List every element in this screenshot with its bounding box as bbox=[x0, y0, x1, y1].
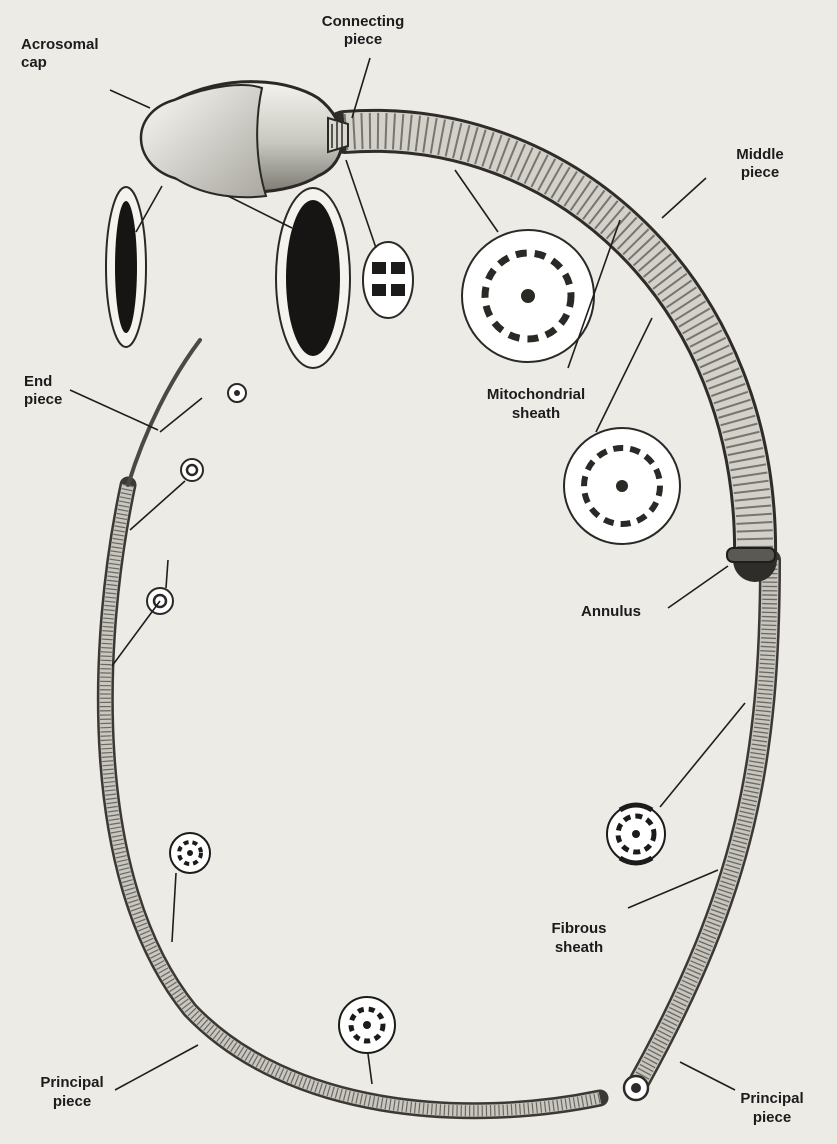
leader-end-piece bbox=[70, 390, 158, 430]
label-fibrous-sheath-line2: sheath bbox=[555, 939, 603, 956]
svg-text:Principal: Principal bbox=[740, 1090, 803, 1107]
svg-text:Annulus: Annulus bbox=[581, 603, 641, 620]
svg-text:End: End bbox=[24, 373, 52, 390]
svg-text:piece: piece bbox=[753, 1109, 791, 1126]
tail-cut-end bbox=[624, 1076, 648, 1100]
sperm-head bbox=[141, 82, 342, 198]
label-acrosomal-cap-line1: Acrosomal bbox=[21, 36, 99, 53]
svg-text:piece: piece bbox=[24, 391, 62, 408]
end-piece-section-3 bbox=[228, 384, 246, 402]
svg-text:piece: piece bbox=[53, 1093, 91, 1110]
svg-text:Mitochondrial: Mitochondrial bbox=[487, 386, 585, 403]
svg-text:piece: piece bbox=[344, 31, 382, 48]
label-annulus: Annulus bbox=[581, 603, 641, 620]
connecting-piece bbox=[328, 118, 348, 152]
principal-piece-section-right bbox=[607, 805, 665, 863]
head-section-thin bbox=[106, 187, 146, 347]
principal-piece-section-left bbox=[170, 833, 210, 873]
label-mitochondrial-sheath-line1: Mitochondrial bbox=[487, 386, 585, 403]
leader-middle-piece bbox=[662, 178, 706, 218]
label-principal-piece-left: Principal piece bbox=[40, 1074, 103, 1110]
label-connecting-piece-line2: piece bbox=[344, 31, 382, 48]
label-fibrous-sheath: Fibrous sheath bbox=[552, 920, 607, 956]
leader-acrosomal-cap bbox=[110, 90, 150, 108]
label-mitochondrial-sheath: Mitochondrial sheath bbox=[487, 386, 585, 422]
label-fibrous-sheath-line1: Fibrous bbox=[552, 920, 607, 937]
acrosomal-cap bbox=[141, 85, 266, 197]
leader-annulus bbox=[668, 566, 728, 608]
middle-piece-section-upper bbox=[462, 230, 594, 362]
connecting-piece-section bbox=[363, 242, 413, 318]
label-principal-piece-right: Principal piece bbox=[740, 1090, 803, 1126]
leader-lines bbox=[70, 58, 745, 1090]
label-acrosomal-cap: Acrosomal cap bbox=[21, 36, 99, 71]
leader-principal-piece-left bbox=[115, 1045, 198, 1090]
svg-text:Middle: Middle bbox=[736, 146, 784, 163]
label-middle-piece-line2: piece bbox=[741, 164, 779, 181]
svg-text:piece: piece bbox=[741, 164, 779, 181]
label-end-piece-line2: piece bbox=[24, 391, 62, 408]
label-acrosomal-cap-line2: cap bbox=[21, 54, 47, 71]
annulus-ring bbox=[727, 548, 775, 562]
label-principal-piece-left-line1: Principal bbox=[40, 1074, 103, 1091]
label-end-piece-line1: End bbox=[24, 373, 52, 390]
label-middle-piece: Middle piece bbox=[736, 146, 784, 181]
svg-text:Fibrous: Fibrous bbox=[552, 920, 607, 937]
svg-text:Principal: Principal bbox=[40, 1074, 103, 1091]
svg-text:sheath: sheath bbox=[512, 405, 560, 422]
middle-piece-section-lower bbox=[564, 428, 680, 544]
leader-principal-piece-right bbox=[680, 1062, 735, 1090]
label-end-piece: End piece bbox=[24, 373, 62, 408]
principal-piece-section-bottom bbox=[339, 997, 395, 1053]
label-connecting-piece-line1: Connecting bbox=[322, 13, 405, 30]
head-section-wide bbox=[276, 188, 350, 368]
label-principal-piece-right-line1: Principal bbox=[740, 1090, 803, 1107]
leader-fibrous-sheath bbox=[628, 870, 718, 908]
label-annulus-line1: Annulus bbox=[581, 603, 641, 620]
svg-text:Connecting: Connecting bbox=[322, 13, 405, 30]
label-mitochondrial-sheath-line2: sheath bbox=[512, 405, 560, 422]
svg-text:cap: cap bbox=[21, 54, 47, 71]
svg-text:sheath: sheath bbox=[555, 939, 603, 956]
svg-text:Acrosomal: Acrosomal bbox=[21, 36, 99, 53]
label-middle-piece-line1: Middle bbox=[736, 146, 784, 163]
label-principal-piece-left-line2: piece bbox=[53, 1093, 91, 1110]
end-piece-section-2 bbox=[181, 459, 203, 481]
label-principal-piece-right-line2: piece bbox=[753, 1109, 791, 1126]
label-connecting-piece: Connecting piece bbox=[322, 13, 405, 48]
